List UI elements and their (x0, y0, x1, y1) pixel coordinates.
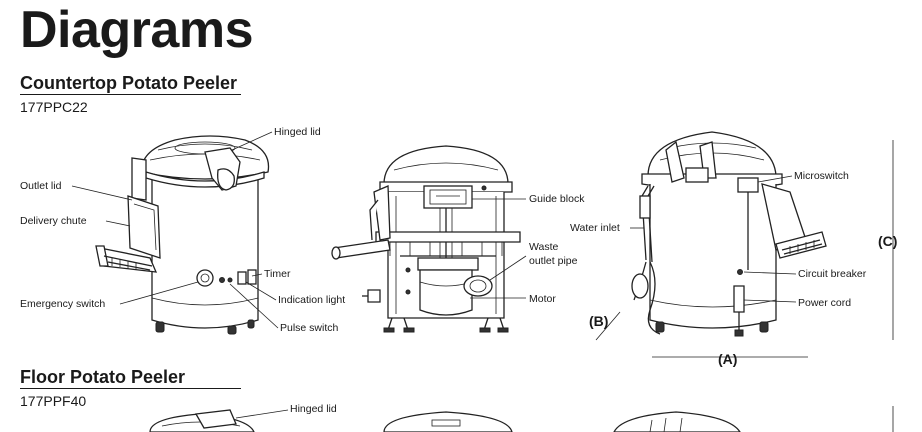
countertop-section-rule (20, 94, 241, 95)
dimension-a-label: (A) (718, 351, 738, 367)
waste-outlet-pipe-label-line1: Waste (529, 241, 559, 253)
floor-model-number: 177PPF40 (20, 393, 87, 409)
countertop-model-number: 177PPC22 (20, 99, 88, 115)
countertop-section-title: Countertop Potato Peeler (20, 73, 238, 93)
dimension-b-label: (B) (589, 313, 609, 329)
emergency-switch-label: Emergency switch (20, 298, 106, 310)
delivery-chute-label: Delivery chute (20, 215, 87, 227)
power-cord-label: Power cord (798, 297, 852, 309)
pulse-switch-label: Pulse switch (280, 322, 339, 334)
microswitch-label: Microswitch (794, 170, 849, 182)
motor-label: Motor (529, 293, 556, 305)
water-inlet-label: Water inlet (570, 222, 620, 234)
guide-block-label: Guide block (529, 193, 585, 205)
page-title: Diagrams (20, 1, 254, 59)
floor-hinged-lid-label: Hinged lid (290, 403, 337, 415)
dimension-c-label: (C) (878, 233, 898, 249)
indication-light-label: Indication light (278, 294, 346, 306)
hinged-lid-label: Hinged lid (274, 126, 321, 138)
circuit-breaker-label: Circuit breaker (798, 268, 867, 280)
timer-label: Timer (264, 268, 291, 280)
waste-outlet-pipe-label-line2: outlet pipe (529, 255, 578, 267)
outlet-lid-label: Outlet lid (20, 180, 62, 192)
floor-section-rule (20, 388, 241, 389)
floor-section-title: Floor Potato Peeler (20, 367, 186, 387)
